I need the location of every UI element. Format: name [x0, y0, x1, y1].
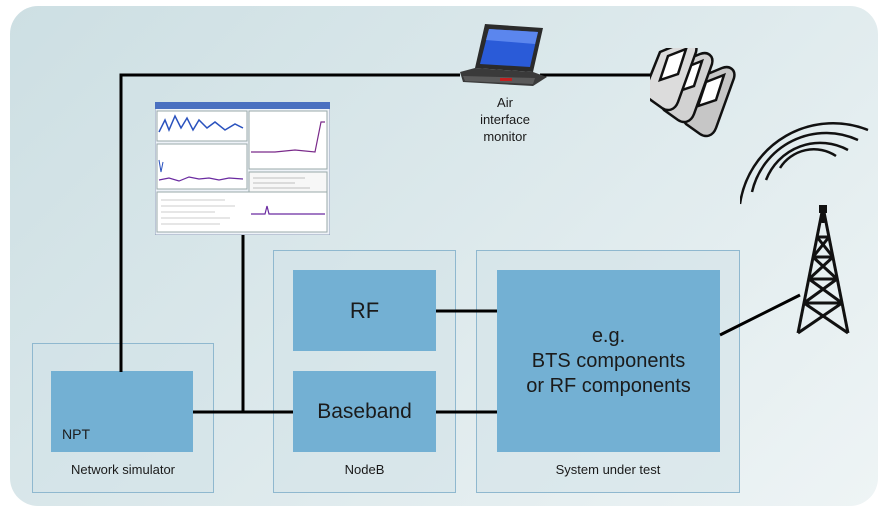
npt-block: NPT [51, 371, 193, 452]
antenna-tower-icon [796, 205, 850, 335]
nodeb-label: NodeB [344, 462, 385, 477]
monitor-label-line1: Air [497, 95, 513, 110]
npt-to-monitor-line [119, 73, 460, 372]
sut-text-line3: or RF components [526, 374, 691, 397]
sut-text-line2: BTS components [531, 349, 686, 372]
software-screenshot-icon [155, 102, 330, 235]
laptop-icon [460, 24, 547, 86]
system-under-test-block: e.g. BTS components or RF components [497, 270, 720, 452]
sut-to-antenna-line [719, 293, 801, 337]
baseband-label: Baseband [317, 399, 412, 423]
air-interface-monitor-label: Air interface monitor [460, 94, 550, 145]
baseband-block: Baseband [293, 371, 436, 452]
monitor-label-line2: interface [480, 112, 530, 127]
sut-text-line1: e.g. [591, 324, 626, 347]
rf-label: RF [349, 297, 380, 323]
npt-label: NPT [62, 426, 90, 442]
monitor-label-line3: monitor [483, 129, 527, 144]
network-simulator-label: Network simulator [70, 462, 176, 477]
mobile-phones-icon [650, 48, 736, 138]
rf-block: RF [293, 270, 436, 351]
radio-waves-icon [740, 122, 869, 205]
system-under-test-label: System under test [555, 462, 661, 477]
